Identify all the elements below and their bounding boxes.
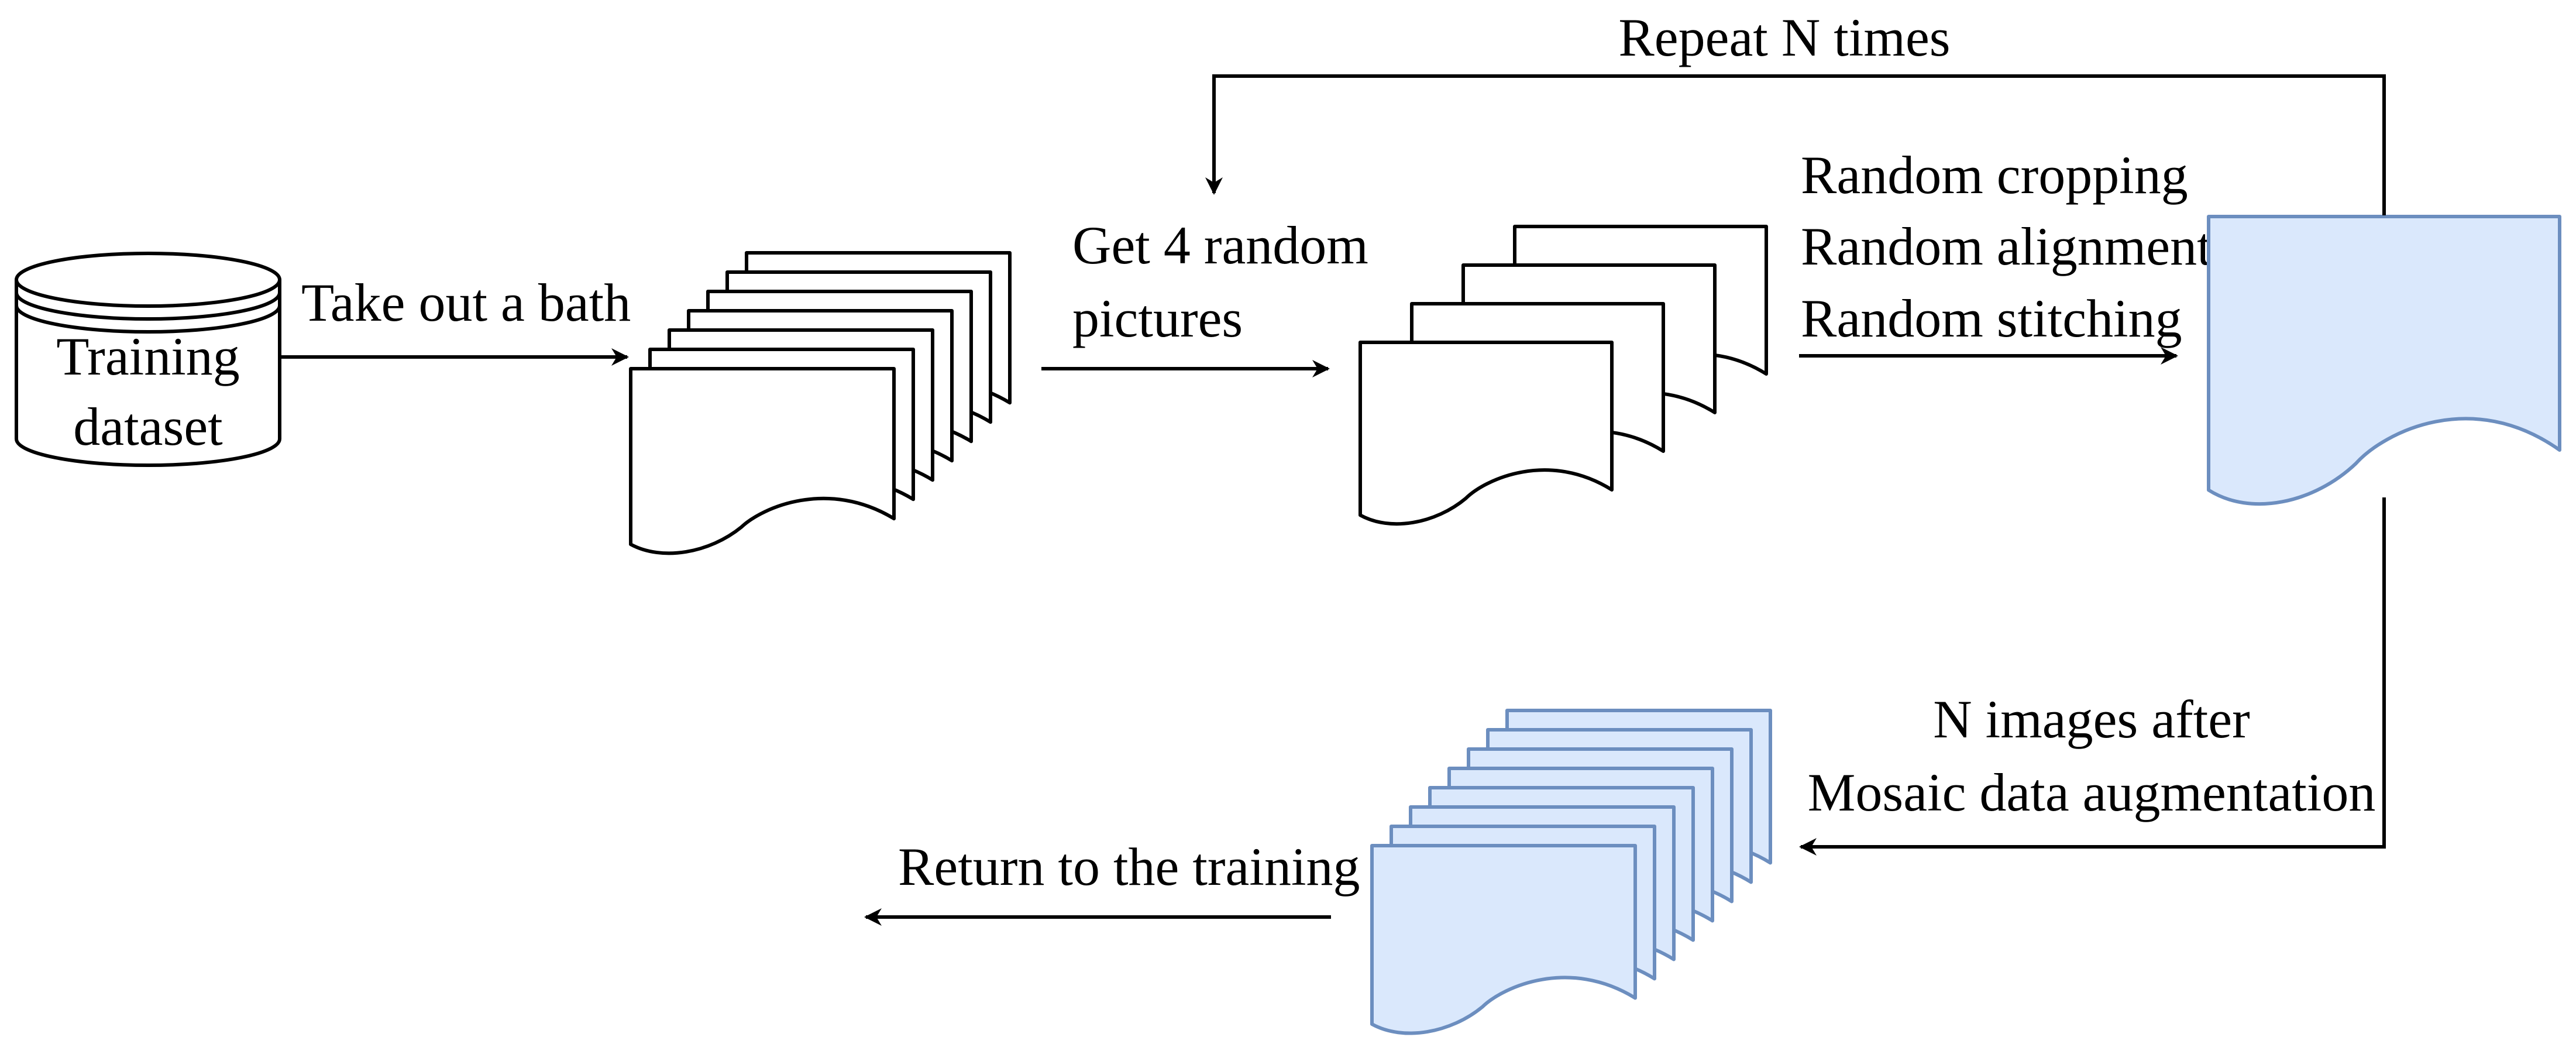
dataset-label-line2: dataset (73, 397, 223, 456)
random-alignment-label: Random alignment (1801, 217, 2212, 276)
augmented-sheet-1 (1370, 844, 1637, 1035)
augmented-images-stack (1370, 709, 1772, 1035)
mosaic-image-document (2207, 215, 2561, 506)
take-out-label: Take out a bath (301, 273, 631, 332)
return-edge: Return to the training (864, 837, 1360, 926)
repeat-edge: Repeat N times (1205, 8, 2386, 215)
random-cropping-label: Random cropping (1801, 145, 2188, 205)
random-pictures-stack (1358, 225, 1768, 526)
batch-sheet-1 (629, 367, 896, 555)
random-ops-edge: Random cropping Random alignment Random … (1799, 145, 2212, 365)
n-images-label-line2: Mosaic data augmentation (1808, 763, 2376, 822)
random-picture-1 (1358, 341, 1614, 526)
get-random-label-line1: Get 4 random (1072, 215, 1368, 275)
n-images-label-line1: N images after (1933, 689, 2250, 749)
repeat-label: Repeat N times (1618, 8, 1950, 67)
batch-document-stack (629, 251, 1012, 555)
return-label: Return to the training (898, 837, 1360, 897)
n-images-edge: N images after Mosaic data augmentation (1799, 497, 2386, 856)
dataset-label-line1: Training (56, 327, 240, 386)
get-random-edge: Get 4 random pictures (1041, 215, 1368, 377)
mosaic-image-1 (2207, 215, 2561, 506)
get-random-label-line2: pictures (1072, 289, 1243, 348)
take-out-edge: Take out a bath (281, 273, 631, 366)
training-dataset-cylinder: Training dataset (15, 252, 281, 467)
random-stitching-label: Random stitching (1801, 289, 2182, 348)
